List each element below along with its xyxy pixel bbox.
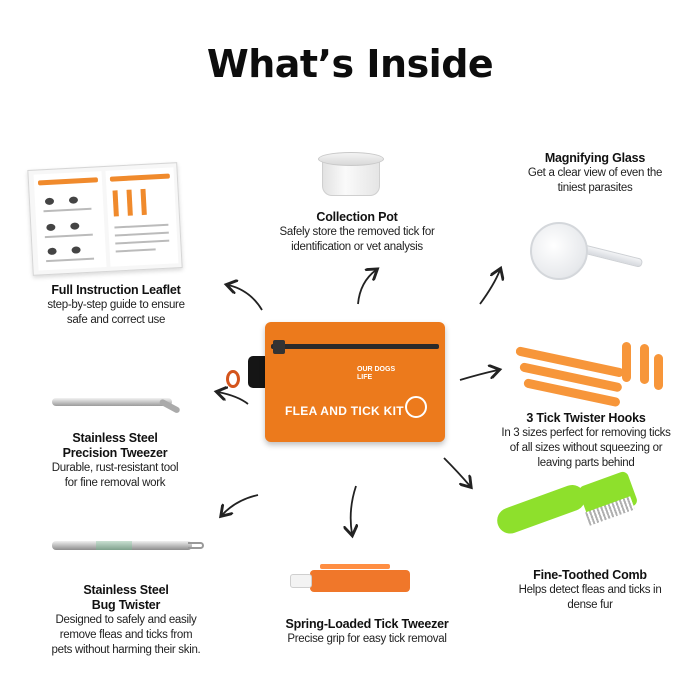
item-desc: safe and correct use — [66, 314, 166, 326]
item-spring-tweezer: Spring-Loaded Tick Tweezer Precise grip … — [262, 617, 472, 647]
arrow-to-hooks — [459, 370, 498, 381]
item-name: Precision Tweezer — [62, 446, 168, 460]
item-name: Fine-Toothed Comb — [533, 568, 647, 582]
bug-twister-tip — [188, 542, 204, 549]
kit-label: FLEA AND TICK KIT — [285, 404, 404, 418]
item-desc: Precise grip for easy tick removal — [287, 633, 447, 645]
item-name: Magnifying Glass — [544, 151, 646, 165]
spring-tweezer-image — [310, 570, 410, 592]
item-name: Full Instruction Leaflet — [51, 283, 181, 297]
precision-tweezer-image — [52, 398, 172, 406]
pouch-strap — [248, 356, 270, 388]
item-desc: identification or vet analysis — [291, 241, 423, 253]
item-desc: step-by-step guide to ensure — [47, 299, 185, 311]
item-desc: In 3 sizes perfect for removing ticks — [501, 427, 671, 439]
arrow-to-spring-tweezer — [351, 485, 356, 534]
pouch-zipper — [271, 344, 439, 349]
magnifying-glass-image — [530, 222, 588, 280]
bug-twister-grip — [96, 541, 132, 550]
item-name: Stainless Steel — [83, 583, 169, 597]
item-desc: leaving parts behind — [537, 457, 635, 469]
arrow-to-comb — [443, 457, 470, 486]
item-name: Bug Twister — [91, 598, 161, 612]
arrow-to-bug-twister — [222, 494, 259, 515]
spring-tweezer-clip — [320, 564, 390, 569]
page-title: What’s Inside — [206, 42, 494, 86]
item-name: Spring-Loaded Tick Tweezer — [285, 617, 449, 631]
item-desc: tiniest parasites — [557, 182, 633, 194]
item-magnifying-glass: Magnifying Glass Get a clear view of eve… — [508, 151, 682, 196]
item-name: 3 Tick Twister Hooks — [526, 411, 646, 425]
arrow-to-leaflet — [228, 285, 263, 311]
arrow-to-tweezer — [218, 392, 249, 405]
kit-brand-logo: OUR DOGS LIFE — [357, 366, 396, 381]
item-desc: Safely store the removed tick for — [279, 226, 435, 238]
item-bug-twister: Stainless Steel Bug Twister Designed to … — [20, 583, 232, 658]
collection-pot-lid — [318, 152, 384, 166]
arrow-to-magnifier — [479, 270, 500, 305]
item-desc: dense fur — [567, 599, 613, 611]
item-comb: Fine-Toothed Comb Helps detect fleas and… — [500, 568, 680, 613]
item-collection-pot: Collection Pot Safely store the removed … — [262, 210, 452, 255]
item-precision-tweezer: Stainless Steel Precision Tweezer Durabl… — [20, 431, 210, 491]
item-desc: for fine removal work — [64, 477, 166, 489]
kit-pouch-image: OUR DOGS LIFE FLEA AND TICK KIT — [265, 322, 445, 442]
spring-tweezer-tip — [290, 574, 312, 588]
tick-twister-hooks-image — [510, 340, 670, 410]
item-leaflet: Full Instruction Leaflet step-by-step gu… — [16, 283, 216, 328]
item-name: Stainless Steel — [72, 431, 158, 445]
zipper-pull — [273, 340, 285, 354]
item-desc: remove fleas and ticks from — [59, 629, 193, 641]
item-desc: pets without harming their skin. — [51, 644, 201, 656]
arrow-to-pot — [357, 270, 376, 305]
item-desc: Durable, rust-resistant tool — [51, 462, 179, 474]
item-tick-twister-hooks: 3 Tick Twister Hooks In 3 sizes perfect … — [488, 411, 684, 471]
item-desc: Helps detect fleas and ticks in — [518, 584, 662, 596]
kit-badge-icon — [405, 396, 427, 418]
item-desc: Get a clear view of even the — [527, 167, 663, 179]
item-desc: of all sizes without squeezing or — [509, 442, 663, 454]
carabiner-clip — [226, 370, 240, 388]
item-name: Collection Pot — [316, 210, 398, 224]
item-desc: Designed to safely and easily — [55, 614, 197, 626]
